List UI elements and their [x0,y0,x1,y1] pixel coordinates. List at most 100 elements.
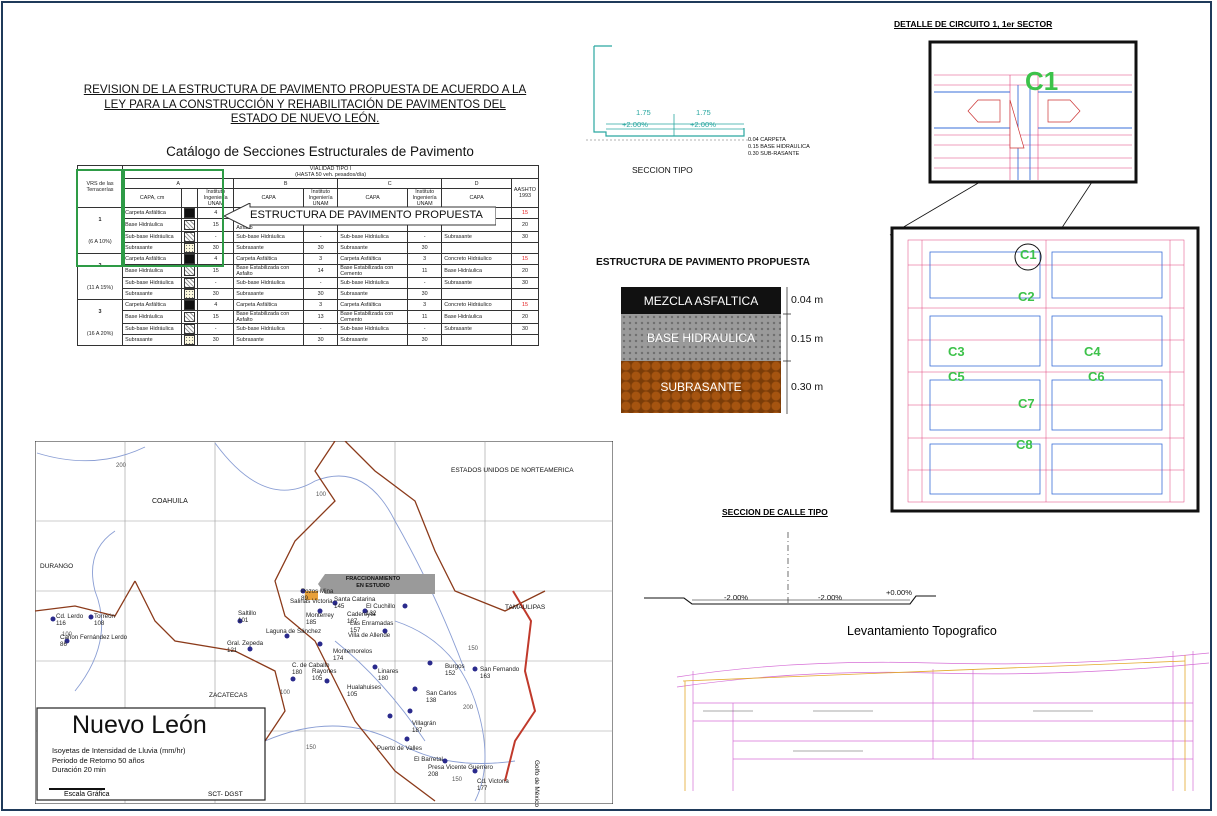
row-range: (11 A 15%) [87,284,114,291]
study-label-line: EN ESTUDIO [356,583,390,589]
place-value: 152 [445,670,456,677]
table-cell: 15 [510,207,540,219]
pavement-catalog-table: VRS de las Terracerías VIALIDAD TIPO I (… [76,165,540,346]
table-cell: Base Estabilizada con Cemento [337,264,409,278]
vialidad-subtitle: (HASTA 50 veh. pesados/día) [295,172,366,178]
place-value: 187 [347,618,358,625]
region-label: DURANGO [40,563,74,570]
table-cell: - [302,323,339,335]
table-cell: Concreto Hidráulico [441,253,512,265]
structure-title: ESTRUCTURA DE PAVIMENTO PROPUESTA [596,257,810,268]
place-name: Cadereyta [347,611,376,618]
place-value: 157 [350,627,361,634]
map-place-label: Laguna de Sánchez [266,628,321,635]
layer-swatch [184,335,196,345]
table-cell: Base Estabilizada con Asfalto [233,310,304,324]
place-name: C. de Caballo [292,662,330,669]
table-cell: Sub-base Hidráulica [337,231,409,243]
table-cell: Sub-base Hidráulica [233,231,304,243]
table-cell [441,334,512,346]
place-name: Burgos [445,663,465,670]
table-cell: 4 [197,299,235,311]
place-name: Santa Catarina [334,596,376,603]
map-legend-line: Periodo de Retorno 50 años [52,755,145,765]
place-value: 105 [347,691,358,698]
table-cell: Subrasante [122,288,183,300]
place-name: Hualahuises [347,684,382,691]
table-cell: Carpeta Asfáltica [337,299,409,311]
table-cell: Base Hidráulica [122,310,183,324]
review-title-line: ESTADO DE NUEVO LEÓN. [230,112,380,125]
table-cell: Base Estabilizada con Cemento [337,310,409,324]
table-cell: Sub-base Hidráulica [122,323,183,335]
place-value: 101 [238,617,249,624]
seccion-tipo-label: SECCION TIPO [632,165,693,175]
street-slope-edge: +0.00% [886,588,912,597]
layer-subgrade: SUBRASANTE [621,361,781,413]
street-slope-right: -2.00% [818,593,843,602]
rainfall-map [35,441,613,804]
layer-swatch [184,278,196,288]
row-range: (16 A 20%) [86,330,114,337]
table-cell: 3 [407,299,443,311]
table-cell: Subrasante [233,334,304,346]
seccion-layer-text: 0.30 SUB-RASANTE [748,151,800,157]
table-cell: Sub-base Hidráulica [233,277,304,289]
map-place-label: Villa de Allende [348,632,390,639]
street-section-drawing [644,532,936,606]
table-cell: 13 [302,310,339,324]
layer-asphalt: MEZCLA ASFALTICA [621,287,781,314]
layer-swatch [184,220,196,230]
table-cell: Sub-base Hidráulica [122,277,183,289]
table-cell: 11 [407,264,443,278]
table-cell: - [302,231,339,243]
study-label: FRACCIONAMIENTO EN ESTUDIO [318,576,428,590]
place-value: 180 [292,669,303,676]
catalog-subtitle: Catálogo de Secciones Estructurales de P… [166,144,474,159]
place-name: Torreón [94,613,115,620]
table-cell: Subrasante [337,242,409,254]
table-cell: Subrasante [233,242,304,254]
table-cell [510,334,540,346]
callout-arrow [224,203,496,229]
table-cell: 30 [407,242,443,254]
thickness-base: 0.15 m [791,333,824,345]
circuit-label: C6 [1088,369,1105,384]
place-value: 86 [60,641,67,648]
group-b: B [233,178,339,189]
aashto-header: AASHTO 1993 [510,178,540,208]
table-cell: 11 [407,310,443,324]
isoline-label: 100 [280,690,291,696]
isoline-label: 150 [452,777,463,783]
table-cell: 3 [407,253,443,265]
place-value: 108 [94,620,105,627]
table-cell: 3 [302,253,339,265]
place-value: 185 [306,619,317,626]
isoline-label: 100 [62,632,73,638]
place-name: Cañon Fernández Lerdo [60,634,128,641]
place-name: Monterrey [306,612,334,619]
map-place-label: El Barretal [414,756,443,763]
table-cell: Carpeta Asfáltica [337,253,409,265]
table-cell: 30 [510,231,540,243]
circuit-label: C4 [1084,344,1101,359]
place-value: 145 [334,603,345,610]
table-cell: - [197,323,235,335]
table-cell: - [407,277,443,289]
table-cell: 30 [302,242,339,254]
layer-swatch-cell [181,299,199,311]
table-cell: Subrasante [441,323,512,335]
row-number: 1 [98,216,102,223]
